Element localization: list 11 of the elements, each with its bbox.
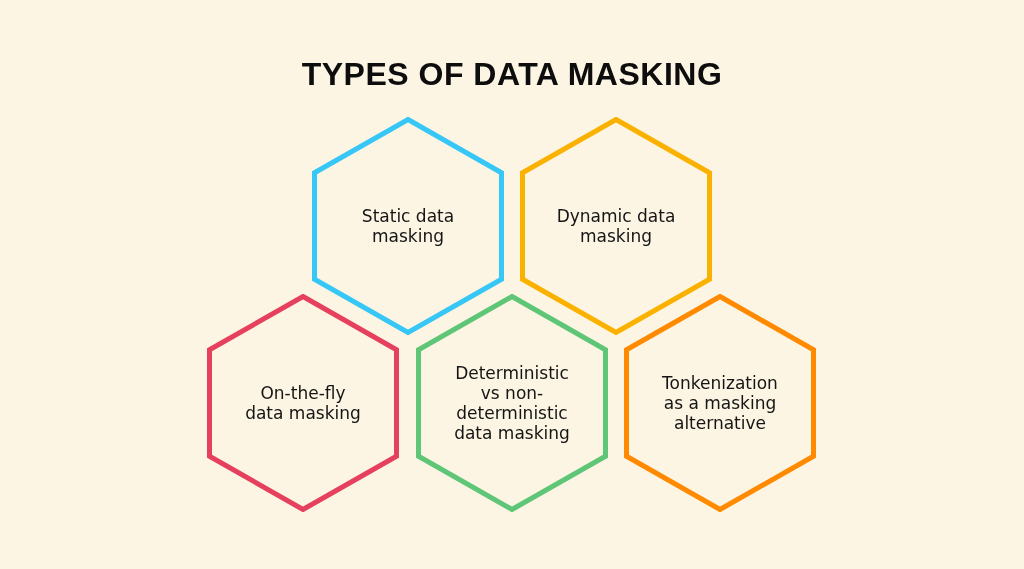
hexagon-label: Deterministic vs non-deterministic data masking bbox=[453, 363, 571, 443]
hexagon-node bbox=[312, 117, 504, 335]
hexagon-node bbox=[624, 294, 816, 512]
hexagon-label: On-the-fly data masking bbox=[244, 383, 362, 423]
hexagon-node bbox=[520, 117, 712, 335]
hexagon-label: Tonkenization as a masking alternative bbox=[661, 373, 779, 433]
title: TYPES OF DATA MASKING bbox=[301, 56, 723, 93]
hexagon-label: Dynamic data masking bbox=[555, 206, 677, 246]
hexagon-node bbox=[416, 294, 608, 512]
hexagon-node bbox=[207, 294, 399, 512]
hexagon-label: Static data masking bbox=[360, 206, 456, 246]
